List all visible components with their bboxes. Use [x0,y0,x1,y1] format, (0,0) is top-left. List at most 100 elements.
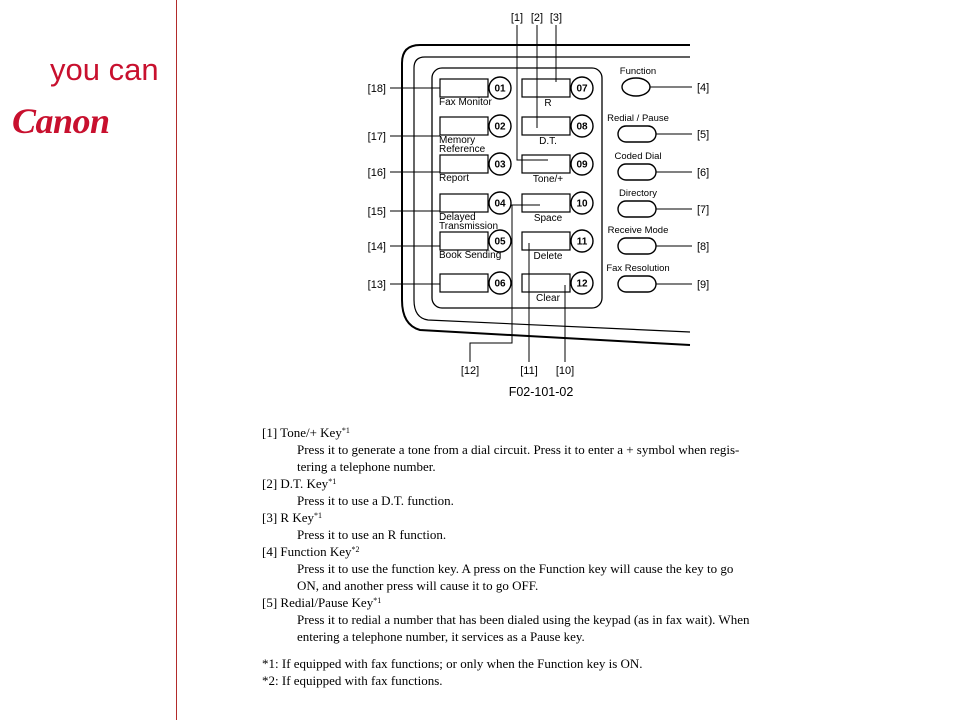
one-touch-number-circle [570,271,594,295]
entry-description: Press it to use an R function. [297,527,447,542]
entry-description: entering a telephone number, it services… [297,629,585,644]
one-touch-number: 02 [494,122,506,133]
entry-description: Press it to use the function key. A pres… [297,561,734,576]
callout-label: [13] [368,279,386,291]
one-touch-label: Book Sending [439,250,501,261]
one-touch-number-circle [488,191,512,215]
callout-label: [16] [368,167,386,179]
one-touch-key-09 [521,154,571,174]
entry-heading: [4] Function Key*2 [262,544,360,559]
function-key-label: Directory [619,188,657,199]
entry-heading: [3] R Key*1 [262,510,322,525]
one-touch-label: D.T. [539,136,557,147]
sidebar-divider [176,0,177,720]
canon-logo: Canon [12,101,110,141]
one-touch-key-02 [439,116,489,136]
entry-description: tering a telephone number. [297,459,436,474]
function-key-label: Receive Mode [608,225,669,236]
one-touch-number: 03 [494,160,506,171]
entry-description: Press it to use a D.T. function. [297,493,454,508]
one-touch-number-circle [570,114,594,138]
footnote-mark: *2 [351,545,360,554]
function-key [617,200,657,218]
one-touch-number-circle [570,191,594,215]
one-touch-label: Report [439,173,469,184]
leader-line [469,204,540,362]
entry-heading: [1] Tone/+ Key*1 [262,425,350,440]
callout-label: [1] [511,12,523,24]
one-touch-number: 07 [576,84,588,95]
one-touch-number: 04 [494,199,506,210]
entry-description: Press it to redial a number that has bee… [297,612,750,627]
figure-caption: F02-101-02 [509,385,574,399]
callout-label: [3] [550,12,562,24]
callout-label: [9] [697,279,709,291]
brand-sidebar: you can Canon [0,0,176,720]
footnote-mark: *1 [341,426,350,435]
one-touch-number-circle [570,229,594,253]
function-key [617,237,657,255]
footnote-mark: *1 [314,511,322,520]
panel-inner-edge [413,56,691,333]
function-key-label: Coded Dial [615,151,662,162]
one-touch-key-01 [439,78,489,98]
entry-description: ON, and another press will cause it to g… [297,578,539,593]
one-touch-number: 01 [494,84,506,95]
callout-leaders [390,25,692,362]
entry-heading: [2] D.T. Key*1 [262,476,337,491]
one-touch-number: 05 [494,237,506,248]
callout-label: [8] [697,241,709,253]
one-touch-number: 11 [577,237,588,248]
one-touch-label: Fax Monitor [439,97,492,108]
one-touch-number-circle [488,114,512,138]
one-touch-key-12 [521,273,571,293]
callout-label: [5] [697,129,709,141]
callout-label: [14] [368,241,386,253]
one-touch-key-11 [521,231,571,251]
callout-label: [11] [520,365,538,377]
brand-tagline: you can [50,52,159,87]
entry-description: Press it to generate a tone from a dial … [297,442,740,457]
one-touch-number: 06 [494,279,506,290]
one-touch-label: Clear [536,293,561,304]
one-touch-number-circle [488,76,512,100]
callout-label: [18] [368,83,386,95]
one-touch-number: 12 [576,279,588,290]
one-touch-label: Transmission [439,221,498,232]
one-touch-label: Memory [439,135,475,146]
one-touch-number-circle [488,229,512,253]
one-touch-key-05 [439,231,489,251]
one-touch-key-07 [521,78,571,98]
callout-label: [6] [697,167,709,179]
callout-labels: [4][5][6][7][8][9][18][17][16][15][14][1… [368,12,710,399]
leader-line [516,25,548,161]
panel-outer-edge [401,44,691,346]
one-touch-label: Space [534,213,563,224]
callout-label: [7] [697,204,709,216]
function-key-label: Function [620,66,656,77]
one-touch-number: 10 [576,199,588,210]
callout-label: [15] [368,206,386,218]
function-key [621,77,651,97]
one-touch-number: 08 [576,122,588,133]
callout-label: [17] [368,131,386,143]
one-touch-key-03 [439,154,489,174]
entry-heading: [5] Redial/Pause Key*1 [262,595,382,610]
function-key [617,163,657,181]
footnote: *2: If equipped with fax functions. [262,673,443,688]
footnote-mark: *1 [373,596,382,605]
footnotes: *1: If equipped with fax functions; or o… [262,655,862,689]
footnote: *1: If equipped with fax functions; or o… [262,656,643,671]
one-touch-label: R [544,98,551,109]
one-touch-key-04 [439,193,489,213]
footnote-mark: *1 [328,477,337,486]
callout-label: [2] [531,12,543,24]
function-key-label: Redial / Pause [607,113,669,124]
one-touch-label: Delete [534,251,563,262]
one-touch-label: Reference [439,144,486,155]
one-touch-key-06 [439,273,489,293]
